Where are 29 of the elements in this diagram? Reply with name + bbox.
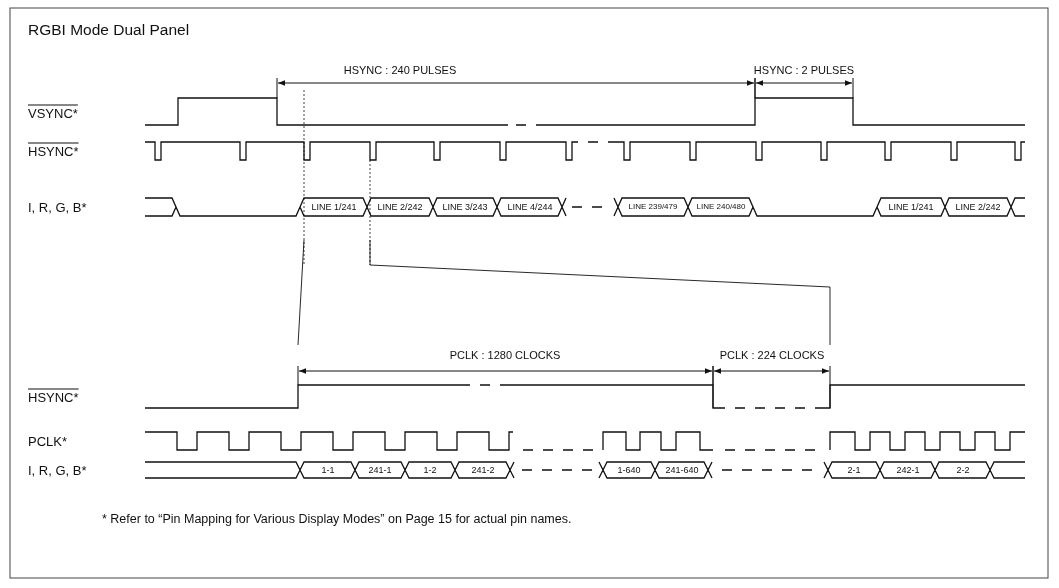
diagram-title: RGBI Mode Dual Panel — [28, 22, 190, 38]
signal-name: I, R, G, B* — [28, 463, 87, 477]
timing-annotation: PCLK : 1280 CLOCKS — [449, 349, 561, 361]
timing-annotation: HSYNC : 240 PULSES — [343, 64, 457, 76]
signal-name: HSYNC* — [28, 144, 79, 158]
signal-name: I, R, G, B* — [28, 200, 87, 214]
signal-name: VSYNC* — [28, 106, 78, 120]
bus-value: 241-2 — [471, 465, 495, 475]
bus-value: 1-640 — [617, 465, 641, 475]
timing-annotation: HSYNC : 2 PULSES — [753, 64, 855, 76]
footnote: * Refer to “Pin Mapping for Various Display Modes” on Page 15 for actual pin names. — [102, 512, 572, 526]
signal-name: HSYNC* — [28, 390, 79, 404]
signal-name: PCLK* — [28, 434, 68, 448]
bus-value: 242-1 — [896, 465, 920, 475]
bus-value: 2-2 — [956, 465, 970, 475]
bus-value: 1-1 — [321, 465, 335, 475]
bus-value: LINE 4/244 — [507, 202, 553, 212]
bus-value: 241-1 — [368, 465, 392, 475]
bus-value: LINE 2/242 — [377, 202, 423, 212]
bus-value: LINE 2/242 — [955, 202, 1001, 212]
bus-value: LINE 240/480 — [696, 203, 746, 211]
bus-value: 241-640 — [665, 465, 699, 475]
bus-value: LINE 239/479 — [628, 203, 678, 211]
bus-value: LINE 3/243 — [442, 202, 488, 212]
bus-value: LINE 1/241 — [888, 202, 934, 212]
bus-value: 1-2 — [423, 465, 437, 475]
bus-value: 2-1 — [847, 465, 861, 475]
timing-annotation: PCLK : 224 CLOCKS — [719, 349, 825, 361]
bus-value: LINE 1/241 — [311, 202, 357, 212]
